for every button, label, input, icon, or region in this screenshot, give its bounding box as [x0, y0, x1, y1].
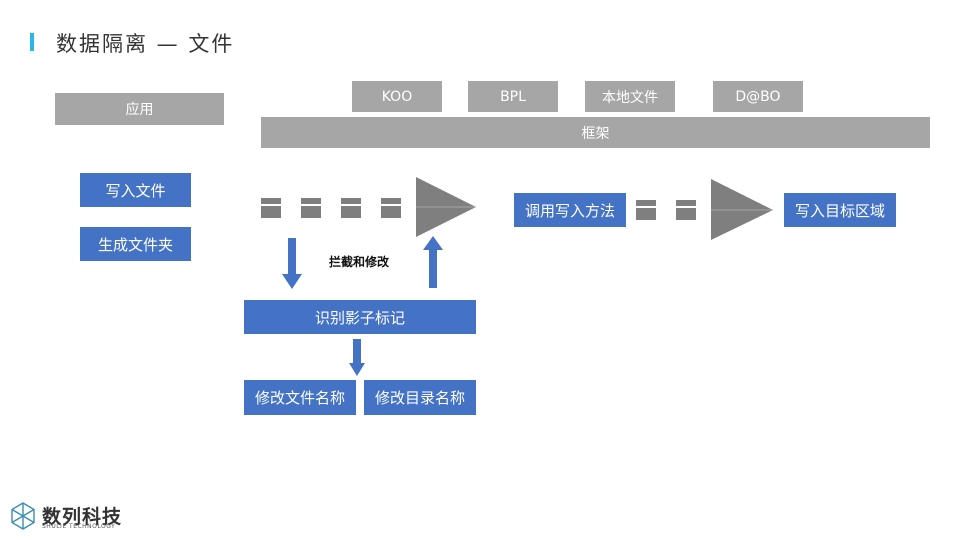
koo-box: KOO	[352, 81, 442, 112]
bpl-box: BPL	[468, 81, 558, 112]
rename-file-box: 修改文件名称	[244, 380, 356, 415]
queue-block	[676, 200, 696, 220]
app-box: 应用	[55, 93, 224, 125]
pipe-triangle-left	[416, 177, 476, 237]
page-title: 数据隔离 — 文件	[56, 32, 235, 56]
write-file-box: 写入文件	[80, 173, 191, 207]
queue-block	[261, 198, 281, 218]
company-logo-text: 数列科技	[42, 506, 123, 528]
queue-block	[301, 198, 321, 218]
intercept-label: 拦截和修改	[329, 255, 390, 269]
rename-directory-box: 修改目录名称	[364, 380, 476, 415]
arrow-down-icon	[349, 339, 365, 376]
identify-shadow-mark-box: 识别影子标记	[244, 300, 476, 334]
framework-bar: 框架	[261, 117, 930, 148]
local-file-box: 本地文件	[585, 81, 675, 112]
company-logo-icon	[11, 502, 35, 530]
company-logo-subtitle: SHULIE TECHNOLOGY	[42, 523, 116, 530]
pipe-triangle-right	[711, 179, 773, 240]
queue-block	[381, 198, 401, 218]
queue-block	[341, 198, 361, 218]
create-folder-box: 生成文件夹	[80, 227, 191, 261]
call-write-method-box: 调用写入方法	[514, 193, 626, 227]
queue-block	[636, 200, 656, 220]
write-target-area-box: 写入目标区域	[784, 193, 896, 227]
title-accent-bar	[30, 33, 34, 51]
arrow-up-icon	[423, 236, 443, 288]
dbo-box: D@BO	[713, 81, 803, 112]
arrow-down-icon	[282, 238, 302, 289]
